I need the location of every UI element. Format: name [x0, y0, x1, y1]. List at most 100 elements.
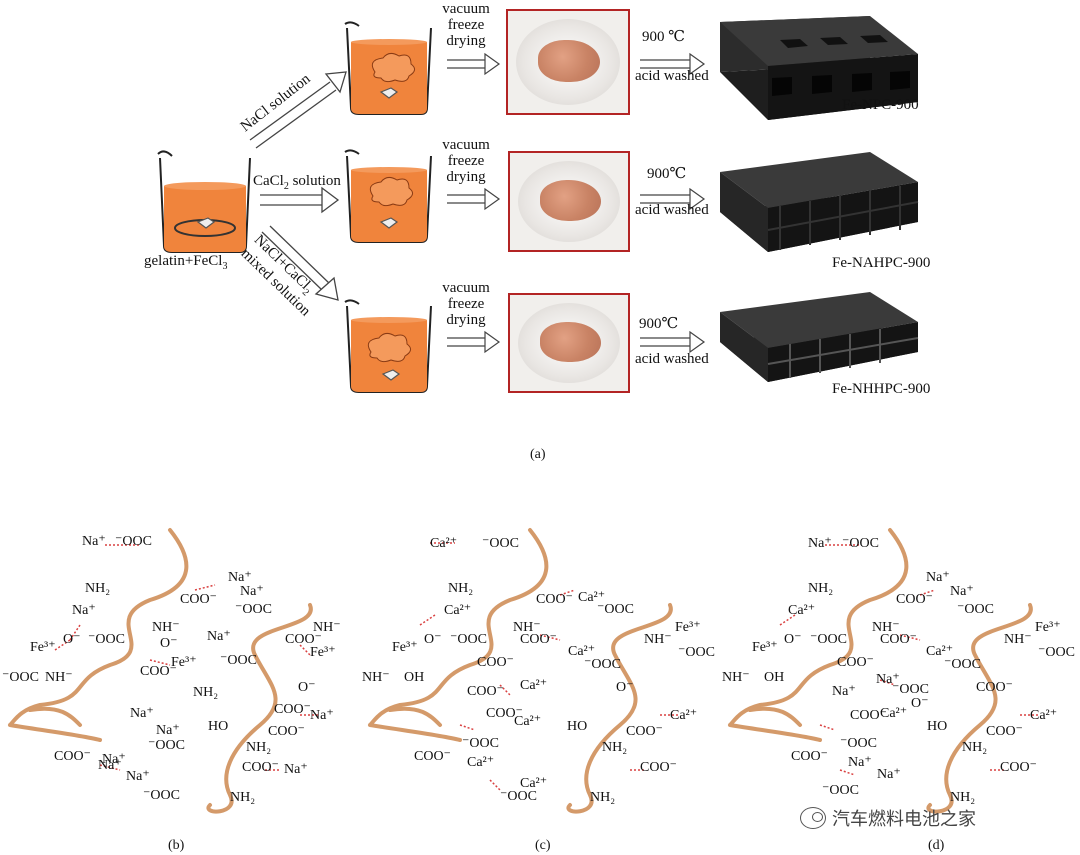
chem-group-label: ⁻OOC: [678, 645, 715, 660]
start-label: gelatin+FeCl3: [144, 253, 228, 272]
chem-group-label: COO⁻: [791, 749, 828, 764]
chem-group-label: COO⁻: [1000, 760, 1037, 775]
chem-group-label: COO⁻: [640, 760, 677, 775]
caption-b: (b): [168, 838, 185, 853]
chem-group-label: ⁻OOC: [450, 632, 487, 647]
chem-group-label: COO⁻: [976, 680, 1013, 695]
photo-route-3: [508, 293, 630, 393]
product-npc: Fe-NPC-900: [842, 97, 919, 113]
chem-group-label: COO⁻: [54, 749, 91, 764]
chem-group-label: Fe³⁺: [171, 655, 197, 670]
chem-group-label: Na⁺: [808, 536, 832, 551]
chem-group-label: Na⁺: [126, 769, 150, 784]
chem-group-label: NH⁻: [1004, 632, 1032, 647]
chem-group-label: COO⁻: [536, 592, 573, 607]
chem-group-label: COO⁻: [140, 664, 177, 679]
chem-group-label: COO⁻: [180, 592, 217, 607]
chem-group-label: Na⁺: [228, 570, 252, 585]
chem-group-label: Ca²⁺: [578, 590, 606, 605]
panel-a-graphics: [157, 16, 919, 393]
beaker-route-2: [344, 149, 432, 243]
chem-group-label: Fe³⁺: [310, 645, 336, 660]
chem-group-label: O⁻: [911, 696, 929, 711]
route-1-temp: 900 ℃: [642, 29, 686, 45]
chem-group-label: ⁻OOC: [1038, 645, 1075, 660]
caption-a: (a): [530, 447, 546, 462]
chem-group-label: ⁻OOC: [944, 657, 981, 672]
chem-group-label: NH⁻: [362, 670, 390, 685]
chem-group-label: Fe³⁺: [752, 640, 778, 655]
chem-group-label: ⁻OOC: [462, 736, 499, 751]
route-2-solution-label: CaCl2 solution: [253, 173, 341, 192]
chem-group-label: Na⁺: [98, 758, 122, 773]
chem-group-label: O⁻: [784, 632, 802, 647]
chem-group-label: COO⁻: [986, 724, 1023, 739]
chem-group-label: NH⁻: [313, 620, 341, 635]
chem-group-label: ⁻OOC: [88, 632, 125, 647]
beaker-route-1: [344, 21, 432, 115]
chem-group-label: COO⁻: [274, 702, 311, 717]
chem-group-label: Ca²⁺: [926, 644, 954, 659]
chem-group-label: Na⁺: [877, 767, 901, 782]
carbon-block-nahpc: [720, 152, 919, 252]
beaker-route-3: [344, 299, 432, 393]
chem-group-label: COO⁻: [520, 632, 557, 647]
chem-group-label: COO⁻: [477, 655, 514, 670]
chem-group-label: Fe³⁺: [30, 640, 56, 655]
chem-group-label: Na⁺: [950, 584, 974, 599]
chem-group-label: NH⁻: [872, 620, 900, 635]
chem-group-label: ⁻OOC: [810, 632, 847, 647]
route-3-treatment: acid washed: [635, 351, 709, 367]
product-nhhpc: Fe-NHHPC-900: [832, 381, 931, 397]
chem-group-label: ⁻OOC: [957, 602, 994, 617]
chem-group-label: Fe³⁺: [392, 640, 418, 655]
chem-group-label: ⁻OOC: [840, 736, 877, 751]
chem-group-label: NH⁻: [45, 670, 73, 685]
chem-group-label: Na⁺: [240, 584, 264, 599]
chem-group-label: Fe³⁺: [675, 620, 701, 635]
branch-arrow-middle: [260, 186, 340, 214]
chem-group-label: NH⁻: [513, 620, 541, 635]
chem-group-label: NH₂: [85, 581, 111, 596]
chem-group-label: Na⁺: [310, 708, 334, 723]
chem-group-label: COO⁻: [880, 632, 917, 647]
chem-group-label: HO: [927, 719, 948, 734]
watermark-text: 汽车燃料电池之家: [832, 809, 976, 830]
chem-group-label: Na⁺: [130, 706, 154, 721]
chem-group-label: ⁻OOC: [235, 602, 272, 617]
chem-group-label: ⁻OOC: [2, 670, 39, 685]
chem-group-label: Ca²⁺: [520, 678, 548, 693]
chem-group-label: ⁻OOC: [148, 738, 185, 753]
chem-group-label: COO⁻: [242, 760, 279, 775]
chem-group-label: NH₂: [808, 581, 834, 596]
panel-d-structure: [728, 528, 1040, 814]
chem-group-label: NH⁻: [722, 670, 750, 685]
chem-group-label: Na⁺: [207, 629, 231, 644]
chem-group-label: Na⁺: [156, 723, 180, 738]
chem-group-label: ⁻OOC: [822, 783, 859, 798]
chem-group-label: NH₂: [230, 790, 256, 805]
chem-group-label: Ca²⁺: [880, 706, 908, 721]
chem-group-label: Fe³⁺: [1035, 620, 1061, 635]
product-nahpc: Fe-NAHPC-900: [832, 255, 931, 271]
chem-group-label: ⁻OOC: [892, 682, 929, 697]
branch-arrow-bottom: [261, 225, 339, 301]
caption-d: (d): [928, 838, 945, 853]
route-2-treatment: acid washed: [635, 202, 709, 218]
chem-group-label: NH₂: [950, 790, 976, 805]
route-1-treatment: acid washed: [635, 68, 709, 84]
chem-group-label: O⁻: [63, 632, 81, 647]
chem-group-label: Na⁺: [876, 672, 900, 687]
chem-group-label: Na⁺: [72, 603, 96, 618]
chem-group-label: Ca²⁺: [788, 603, 816, 618]
chem-group-label: ⁻OOC: [115, 534, 152, 549]
chem-group-label: ⁻OOC: [220, 653, 257, 668]
chem-group-label: Na⁺: [848, 755, 872, 770]
chem-group-label: Ca²⁺: [444, 603, 472, 618]
chem-group-label: Na⁺: [82, 534, 106, 549]
chem-group-label: Na⁺: [926, 570, 950, 585]
chem-group-label: NH₂: [602, 740, 628, 755]
